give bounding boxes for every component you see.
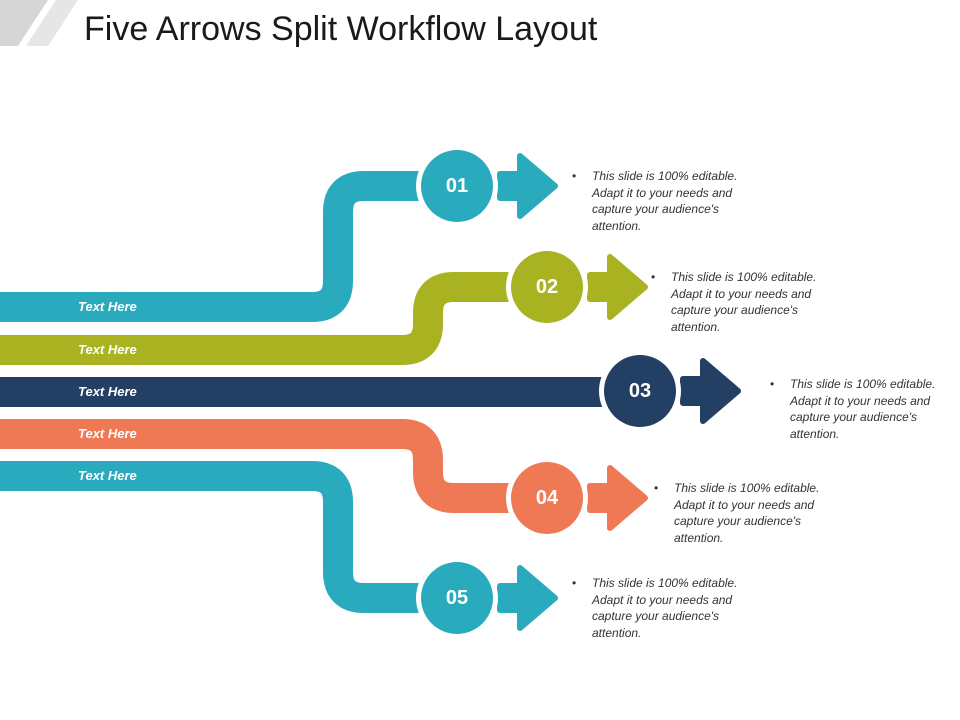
band-path-4 [0,419,547,513]
bullet-point: • [654,481,659,495]
step-description-text: This slide is 100% editable. Adapt it to… [790,377,936,441]
band-label-5: Text Here [78,468,137,483]
step-description-4: • This slide is 100% editable. Adapt it … [654,480,834,546]
step-description-text: This slide is 100% editable. Adapt it to… [592,169,738,233]
band-path-5 [0,461,457,613]
step-circle-5 [421,562,493,634]
step-description-2: • This slide is 100% editable. Adapt it … [651,269,831,335]
step-description-1: • This slide is 100% editable. Adapt it … [572,168,752,234]
step-number-2: 02 [535,276,559,298]
arrow-head-1 [497,153,558,219]
step-number-5: 05 [445,587,469,609]
step-circle-2 [511,251,583,323]
step-description-text: This slide is 100% editable. Adapt it to… [592,576,738,640]
arrow-head-3 [680,358,741,424]
corner-decoration [0,0,78,46]
band-label-2: Text Here [78,342,137,357]
band-label-1: Text Here [78,299,137,314]
arrow-head-4 [587,465,648,531]
band-label-3: Text Here [78,384,137,399]
step-number-4: 04 [535,487,559,509]
bullet-point: • [572,576,577,590]
bullet-point: • [770,377,775,391]
step-description-3: • This slide is 100% editable. Adapt it … [770,376,950,442]
step-number-1: 01 [445,175,469,197]
step-number-3: 03 [628,380,652,402]
step-circle-4 [511,462,583,534]
arrow-head-5 [497,565,558,631]
step-description-5: • This slide is 100% editable. Adapt it … [572,575,752,641]
band-path-1 [0,171,457,322]
step-description-text: This slide is 100% editable. Adapt it to… [671,270,817,334]
band-path-2 [0,272,547,365]
band-label-4: Text Here [78,426,137,441]
arrow-head-2 [587,254,648,320]
step-circle-1 [421,150,493,222]
page-title: Five Arrows Split Workflow Layout [84,10,598,48]
step-description-text: This slide is 100% editable. Adapt it to… [674,481,820,545]
bullet-point: • [572,169,577,183]
step-circle-3 [604,355,676,427]
bullet-point: • [651,270,656,284]
